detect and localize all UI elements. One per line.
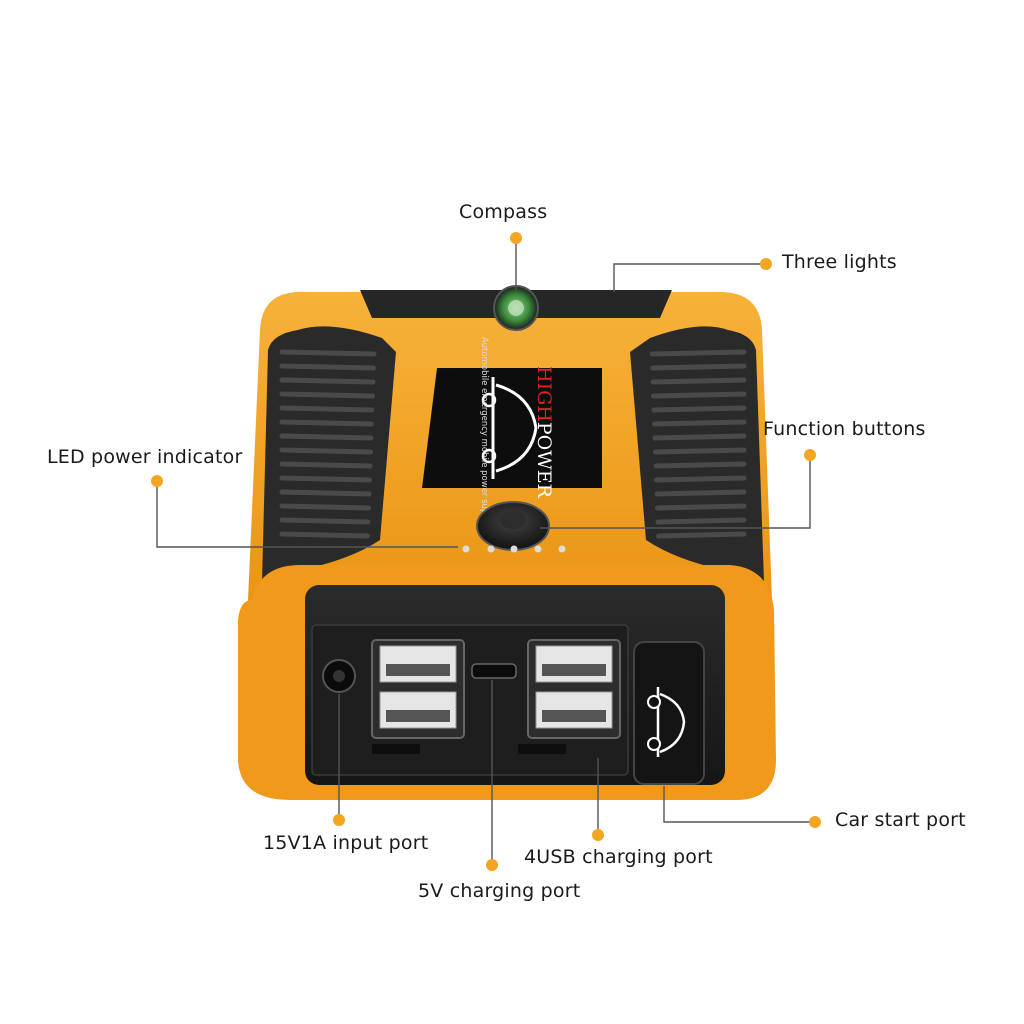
led-4: [534, 545, 542, 553]
right-grip-rib: [651, 391, 747, 399]
right-grip-rib: [651, 405, 747, 413]
led-1: [462, 545, 470, 553]
dot-compass: [510, 232, 522, 244]
right-grip-rib: [654, 489, 747, 497]
left-grip-rib: [279, 433, 374, 441]
left-grip-rib: [279, 503, 371, 511]
led-5: [558, 545, 566, 553]
right-grip-rib: [653, 461, 747, 469]
left-grip-rib: [279, 349, 377, 357]
left-grip-rib: [279, 517, 371, 525]
left-grip-rib: [279, 531, 370, 539]
dot-function-buttons: [804, 449, 816, 461]
right-grip-rib: [653, 447, 747, 455]
label-led-power-indicator: LED power indicator: [47, 446, 243, 468]
left-grip-rib: [279, 475, 372, 483]
brand-power: POWER: [533, 422, 555, 499]
svg-text:HIGHPOWER: HIGHPOWER: [533, 366, 555, 499]
car-start-port: [633, 641, 705, 785]
label-input-port: 15V1A input port: [263, 832, 429, 854]
label-car-start-port: Car start port: [835, 809, 966, 831]
brand-panel: [422, 368, 602, 488]
left-grip-rib: [279, 489, 372, 497]
led-2: [487, 545, 495, 553]
left-grip-rib: [279, 405, 375, 413]
left-grip-rib: [279, 461, 373, 469]
right-grip-rib: [649, 349, 747, 357]
right-grip-rib: [652, 419, 747, 427]
leader-lines: [156, 238, 815, 865]
callout-dots: [151, 232, 821, 871]
led-indicators: [462, 545, 566, 553]
grip-ribs: [279, 349, 747, 539]
right-grip-rib: [655, 503, 747, 511]
brand-tagline: Automobile emergency mobile power supply: [479, 337, 489, 527]
dot-input-port: [333, 814, 345, 826]
right-grip-rib: [654, 475, 747, 483]
car-start-icon: [647, 687, 686, 757]
dot-car-start: [809, 816, 821, 828]
left-grip-rib: [279, 377, 376, 385]
label-three-lights: Three lights: [782, 251, 897, 273]
left-grip-rib: [279, 391, 375, 399]
left-grip-rib: [279, 363, 376, 371]
car-logo: [481, 377, 538, 479]
led-3: [510, 545, 518, 553]
right-grip-rib: [650, 377, 747, 385]
usb-ports-left: [371, 639, 465, 754]
micro-usb-5v-port: [471, 663, 517, 679]
usb-ports-right: [518, 639, 621, 754]
right-grip-rib: [656, 531, 747, 539]
brand-high: HIGH: [533, 366, 555, 422]
left-grip-rib: [279, 447, 373, 455]
dot-three-lights: [760, 258, 772, 270]
label-function-buttons: Function buttons: [763, 418, 926, 440]
right-grip-rib: [650, 363, 747, 371]
left-grip-rib: [279, 419, 374, 427]
label-4usb-charging-port: 4USB charging port: [524, 846, 713, 868]
dot-5v-port: [486, 859, 498, 871]
right-grip-rib: [652, 433, 747, 441]
dot-led-indicator: [151, 475, 163, 487]
label-5v-charging-port: 5V charging port: [418, 880, 581, 902]
dot-usb-port: [592, 829, 604, 841]
label-compass: Compass: [459, 201, 548, 223]
right-grip-rib: [655, 517, 747, 525]
